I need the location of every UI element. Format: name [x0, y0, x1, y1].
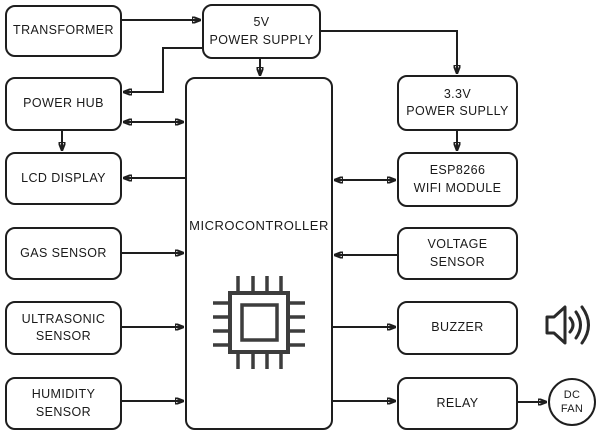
node-label: HUMIDITY — [31, 387, 96, 401]
node-humidity-sensor: HUMIDITY SENSOR — [5, 377, 122, 430]
speaker-sound-icon — [545, 305, 590, 345]
node-label: DC — [563, 388, 581, 401]
node-voltage-sensor: VOLTAGE SENSOR — [397, 227, 518, 280]
node-label: POWER HUB — [23, 96, 104, 111]
node-relay: RELAY — [397, 377, 518, 430]
node-label: TRANSFORMER — [13, 23, 114, 38]
node-esp8266-wifi-module: ESP8266 WIFI MODULE — [397, 152, 518, 207]
node-lcd-display: LCD DISPLAY — [5, 152, 122, 205]
node-label: ULTRASONIC — [21, 311, 106, 326]
node-label: 5V — [253, 15, 270, 29]
node-ultrasonic-sensor: ULTRASONIC SENSOR — [5, 301, 122, 355]
node-5v-power-supply: 5V POWER SUPPLY — [202, 4, 321, 59]
node-label: RELAY — [436, 395, 479, 410]
node-label: 3.3V — [443, 86, 472, 101]
edge-5v-supply-to-power-hub — [124, 47, 202, 92]
node-label: BUZZER — [431, 320, 484, 335]
node-label: ESP8266 — [429, 163, 486, 177]
node-label: MICROCONTROLLER — [189, 218, 329, 233]
node-label: SENSOR — [35, 404, 92, 419]
node-microcontroller: MICROCONTROLLER — [185, 77, 333, 430]
edge-5v-supply-to-3v3-supply — [321, 30, 457, 73]
node-label: LCD DISPLAY — [21, 170, 106, 185]
node-label: GAS SENSOR — [20, 245, 107, 260]
node-label: POWER SUPLLY — [406, 104, 509, 118]
microcontroller-chip-icon — [213, 276, 305, 369]
node-buzzer: BUZZER — [397, 301, 518, 355]
node-label: SENSOR — [429, 254, 486, 269]
node-label: WIFI MODULE — [413, 180, 502, 195]
node-gas-sensor: GAS SENSOR — [5, 227, 122, 280]
node-3v3-power-supply: 3.3V POWER SUPLLY — [397, 75, 518, 131]
node-power-hub: POWER HUB — [5, 77, 122, 131]
node-label: POWER SUPPLY — [209, 32, 314, 47]
node-label: FAN — [560, 403, 584, 415]
node-label: VOLTAGE — [427, 237, 488, 251]
node-transformer: TRANSFORMER — [5, 5, 122, 57]
node-label: SENSOR — [35, 329, 92, 343]
node-dc-fan: DC FAN — [548, 378, 596, 426]
